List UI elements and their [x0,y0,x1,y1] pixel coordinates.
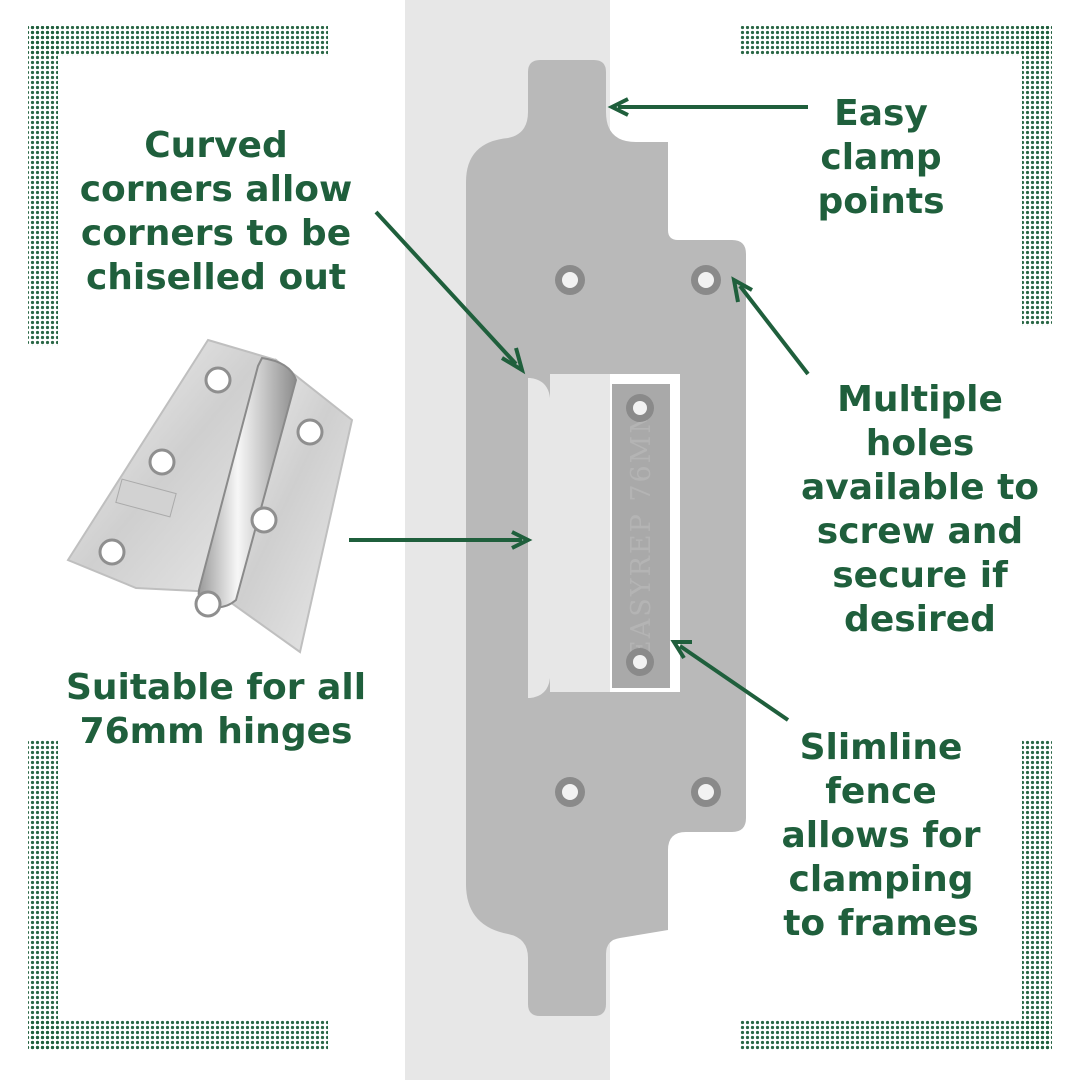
callout-line: secure if [832,555,1008,596]
callout-line: holes [865,423,975,464]
corner-frame-top-left [28,26,328,346]
callout-line: desired [844,599,996,640]
callout-line: Suitable for all [65,667,367,708]
callout-hinges: Suitable for all 76mm hinges [46,666,386,754]
callout-line: points [817,181,945,222]
callout-line: clamp [820,137,942,178]
arrow-slimline-fence [678,644,790,722]
callout-line: available to [800,467,1040,508]
callout-line: corners to be [80,213,352,254]
callout-multiple-holes: Multiple holes available to screw and se… [780,378,1060,642]
screw-holes [555,265,721,807]
hinge-image [66,338,354,654]
callout-line: corners allow [79,169,353,210]
callout-line: fence [825,771,937,812]
callout-line: Curved [144,125,288,166]
callout-line: 76mm hinges [79,711,353,752]
template-engraving: EASYREP 76MM [626,404,657,660]
callout-curved-corners: Curved corners allow corners to be chise… [66,124,366,300]
callout-line: to frames [783,903,979,944]
arrow-curved-corners [374,210,518,366]
arrow-multiple-holes [738,284,810,376]
callout-slimline-fence: Slimline fence allows for clamping to fr… [766,726,996,946]
callout-line: chiselled out [85,257,347,298]
callout-line: Multiple [837,379,1003,420]
callout-line: clamping [788,859,974,900]
hinge-template-plate [466,60,746,1016]
callout-line: Slimline [799,727,963,768]
callout-line: Easy [834,93,928,134]
corner-frame-bottom-right [740,740,1052,1050]
callout-line: allows for [781,815,981,856]
callout-arrows [349,97,810,722]
callout-line: screw and [816,511,1024,552]
callout-easy-clamp: Easy clamp points [796,92,966,224]
corner-frame-bottom-left [28,740,328,1050]
corner-frame-top-right [740,26,1052,326]
slimline-fence-strip [612,384,670,688]
